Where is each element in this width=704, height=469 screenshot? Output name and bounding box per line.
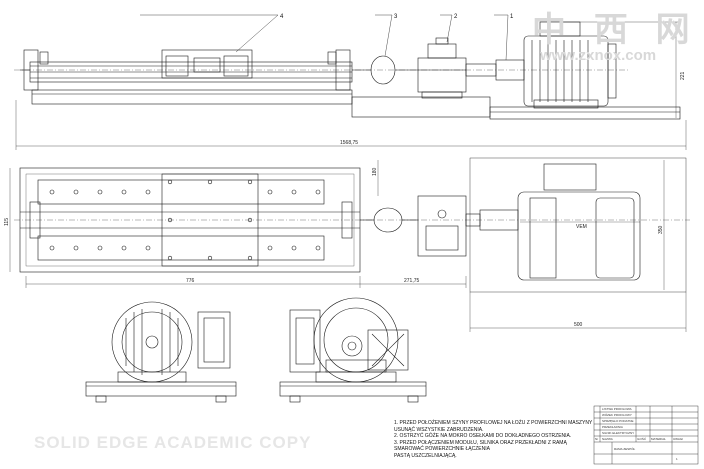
dim-top-width: 180 <box>372 167 378 176</box>
dimension-lines-top <box>15 21 687 150</box>
dim-motor-height: 221 <box>680 71 686 80</box>
header-material: MATERIAŁ <box>651 437 666 441</box>
part-row-5: SILNIK ELEKTRYCZNY <box>602 431 634 435</box>
balloon-labels: 4 3 2 1 <box>280 14 514 20</box>
drawing-name: RAMA ZESPÓŁ <box>614 446 636 451</box>
dim-coupling-length: 271,75 <box>404 278 420 284</box>
balloon-leaders <box>140 14 509 61</box>
drawing-notes: 1. PRZED POŁOŻENIEM SZYNY PROFILOWEJ NA … <box>394 420 594 460</box>
motor-label: VEM <box>576 224 587 230</box>
note-4: PASTĄ USZCZELNIAJĄCĄ. <box>394 452 457 459</box>
academic-watermark: SOLID EDGE ACADEMIC COPY <box>34 433 312 452</box>
end-view-right <box>279 297 427 403</box>
title-block <box>593 405 699 465</box>
balloon-3: 3 <box>394 14 398 20</box>
header-name: NAZWA <box>602 437 613 441</box>
header-qty: ILOŚĆ <box>637 436 647 441</box>
part-row-2: WÓZEK PROFILOWY <box>602 412 632 417</box>
balloon-2: 2 <box>454 14 458 20</box>
dimension-lines-middle <box>9 160 687 332</box>
part-row-1: LISTWA PROFILOWA <box>602 407 632 411</box>
balloon-4: 4 <box>280 14 284 20</box>
dim-side-height: 115 <box>4 218 10 226</box>
title-block-text: LISTWA PROFILOWA WÓZEK PROFILOWY SPRZĘGŁ… <box>595 407 683 461</box>
front-elevation-view <box>14 21 681 120</box>
part-row-3: SPRZĘGŁO PODATNE <box>602 419 633 423</box>
balloon-1: 1 <box>510 14 514 20</box>
plan-view <box>14 157 690 293</box>
dimension-texts-middle: 776 271,75 115 180 350 500 <box>4 167 664 328</box>
header-remarks: UWAGI <box>673 437 683 441</box>
note-1: 1. PRZED POŁOŻENIEM SZYNY PROFILOWEJ NA … <box>394 420 593 433</box>
watermark-url: www.zxnox.com <box>540 47 657 64</box>
rail-holes <box>49 189 321 251</box>
dim-overall-length: 1568,75 <box>340 140 358 146</box>
sheet-number: 1 <box>676 457 678 461</box>
dimension-texts-top: 1568,75 221 <box>340 71 686 146</box>
watermark-logo: 中 西 网 <box>532 10 698 50</box>
dim-rail-length: 776 <box>186 278 195 284</box>
dim-right-height: 350 <box>658 225 664 234</box>
header-nr: Nr <box>595 437 598 441</box>
dim-bottom-length: 500 <box>574 322 583 328</box>
note-2: 2. OSTRZYĆ GÓŻE NA MOKRO OSEŁKAMI DO DOK… <box>394 433 572 440</box>
part-row-4: PRZEKŁADNIA <box>602 425 623 429</box>
end-view-left <box>85 301 237 403</box>
motor-badge: VEM <box>576 224 587 230</box>
note-3: 3. PRZED POŁĄCZENIEM MODUŁU, SILNIKA ORA… <box>394 439 567 453</box>
